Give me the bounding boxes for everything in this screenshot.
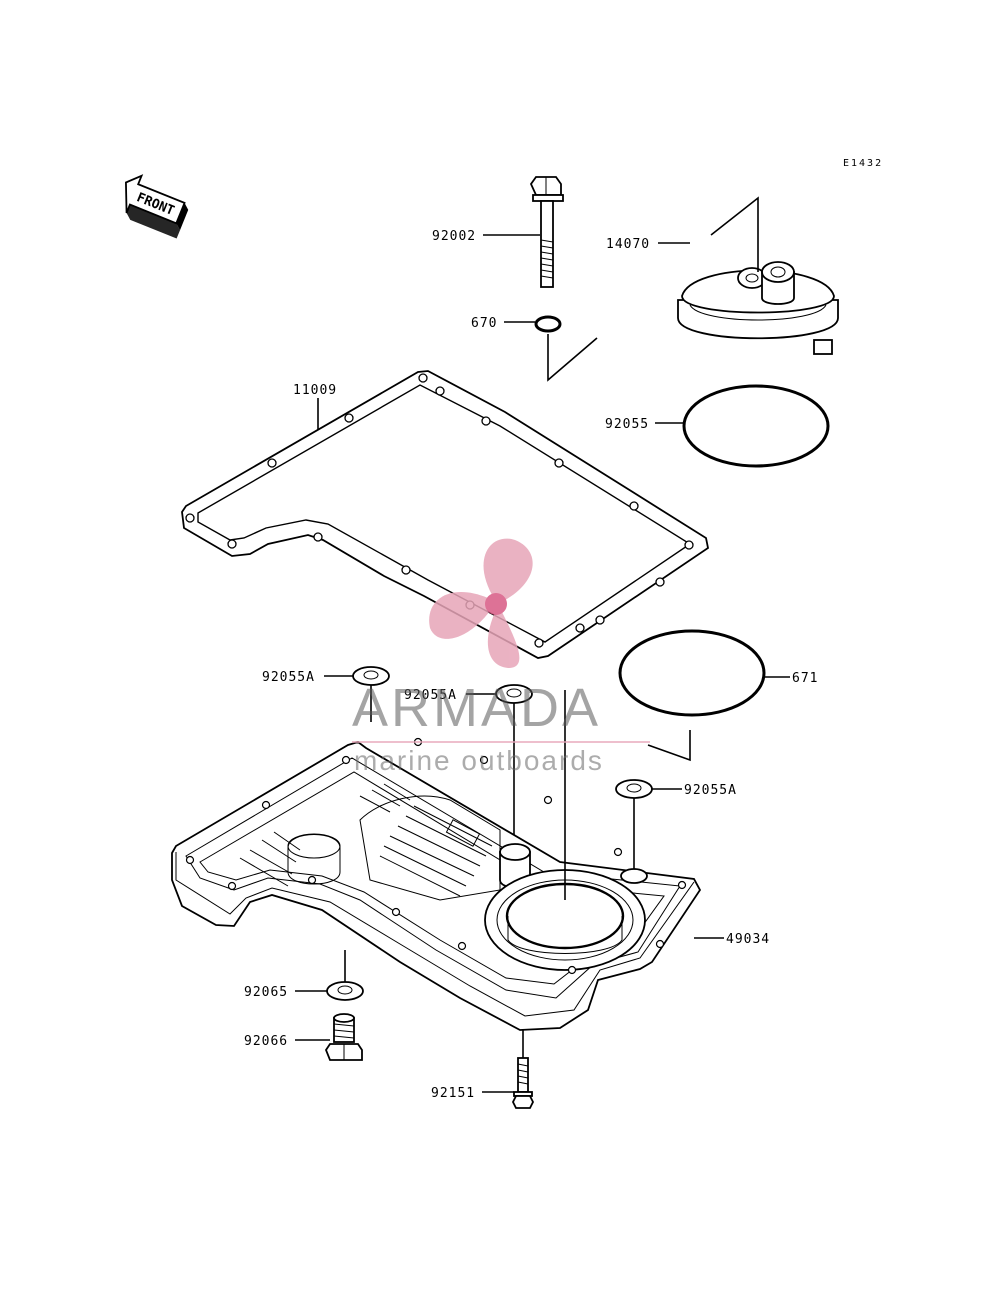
drain-plug-92066 xyxy=(324,1013,363,1061)
washer-92055A-right xyxy=(615,779,653,799)
armada-propeller-logo xyxy=(429,538,533,668)
label-671: 671 xyxy=(792,671,818,686)
front-arrow-icon: FRONT xyxy=(125,174,189,239)
label-11009: 11009 xyxy=(293,383,337,398)
label-92055A-left: 92055A xyxy=(262,670,315,685)
label-92055A-right: 92055A xyxy=(684,783,737,798)
oring-671 xyxy=(618,629,766,717)
label-49034: 49034 xyxy=(726,932,770,947)
oil-filter-cover-14070 xyxy=(677,261,839,355)
diagram-code: E1432 xyxy=(843,158,883,169)
gasket-11009 xyxy=(181,370,709,659)
label-670: 670 xyxy=(471,316,497,331)
label-14070: 14070 xyxy=(606,237,650,252)
label-92151: 92151 xyxy=(431,1086,475,1101)
oil-pan-49034 xyxy=(171,737,702,1031)
oring-670 xyxy=(534,315,562,333)
watermark-brand: ARMADA xyxy=(352,678,601,738)
label-92055A-center: 92055A xyxy=(404,688,457,703)
label-92002: 92002 xyxy=(432,229,476,244)
label-92055: 92055 xyxy=(605,417,649,432)
oring-92055 xyxy=(682,384,830,468)
flange-bolt-92151 xyxy=(511,1057,535,1109)
label-92065: 92065 xyxy=(244,985,288,1000)
drain-washer-92065 xyxy=(326,981,364,1001)
watermark-tagline: marine outboards xyxy=(354,745,604,776)
bolt-92002 xyxy=(529,176,564,288)
label-92066: 92066 xyxy=(244,1034,288,1049)
